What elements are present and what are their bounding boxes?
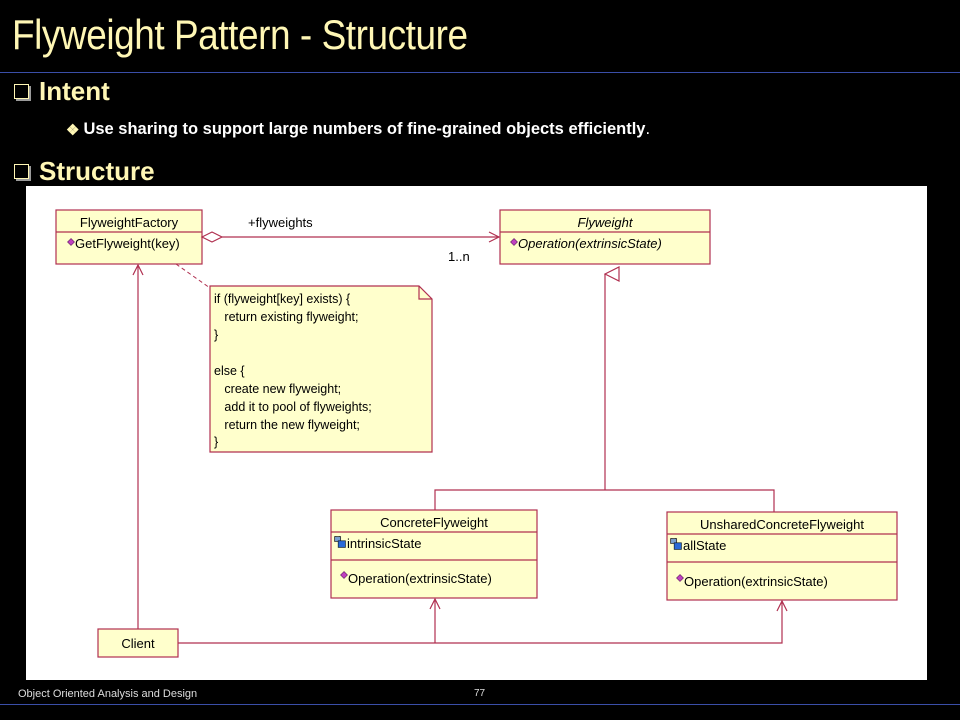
note-line: } xyxy=(214,328,218,342)
footer-divider xyxy=(0,704,960,705)
page-number: 77 xyxy=(474,688,486,699)
note-line: return existing flyweight; xyxy=(214,310,359,324)
bullet-intent-label: Intent xyxy=(39,76,110,106)
unshared-concrete-flyweight-name: UnsharedConcreteFlyweight xyxy=(700,517,864,532)
association-flyweights: +flyweights 1..n xyxy=(200,215,499,264)
uml-diagram-svg: FlyweightFactory GetFlyweight(key) Flywe… xyxy=(55,209,898,658)
flyweight-factory-name: FlyweightFactory xyxy=(80,215,179,230)
note-line: add it to pool of flyweights; xyxy=(214,400,372,414)
class-flyweight: Flyweight Operation(extrinsicState) xyxy=(499,209,711,265)
footer-course-title: Object Oriented Analysis and Design xyxy=(18,688,198,700)
association-role-label: +flyweights xyxy=(248,215,313,230)
flyweight-name: Flyweight xyxy=(578,215,634,230)
client-associations xyxy=(138,265,782,644)
note-line: else { xyxy=(214,364,245,378)
uml-diagram: FlyweightFactory GetFlyweight(key) Flywe… xyxy=(26,186,927,680)
note-get-flyweight: if (flyweight[key] exists) { return exis… xyxy=(175,263,433,453)
client-name: Client xyxy=(121,636,155,651)
intent-text: Use sharing to support large numbers of … xyxy=(83,120,646,138)
note-line: if (flyweight[key] exists) { xyxy=(214,292,350,306)
multiplicity-label: 1..n xyxy=(448,249,470,264)
generalization xyxy=(434,274,775,512)
note-line: return the new flyweight; xyxy=(214,418,360,432)
class-concrete-flyweight: ConcreteFlyweight intrinsicState Operati… xyxy=(330,509,538,599)
intent-description: ❖ Use sharing to support large numbers o… xyxy=(66,120,650,139)
unshared-concrete-flyweight-attr: allState xyxy=(683,538,726,553)
unshared-concrete-flyweight-op: Operation(extrinsicState) xyxy=(684,574,828,589)
square-bullet-icon xyxy=(14,164,29,179)
note-line: create new flyweight; xyxy=(214,382,341,396)
slide-title: Flyweight Pattern - Structure xyxy=(12,11,468,58)
bullet-structure: Structure xyxy=(14,156,155,187)
aggregation-diamond xyxy=(200,231,224,243)
class-flyweight-factory: FlyweightFactory GetFlyweight(key) xyxy=(55,209,203,265)
class-unshared-concrete-flyweight: UnsharedConcreteFlyweight allState Opera… xyxy=(666,511,898,601)
title-divider xyxy=(0,72,960,73)
concrete-flyweight-attr: intrinsicState xyxy=(347,536,421,551)
bullet-intent: Intent xyxy=(14,76,110,107)
square-bullet-icon xyxy=(14,84,29,99)
bullet-structure-label: Structure xyxy=(39,156,155,186)
concrete-flyweight-op: Operation(extrinsicState) xyxy=(348,571,492,586)
diamond-bullet-icon: ❖ xyxy=(66,121,80,139)
class-client: Client xyxy=(97,628,179,658)
flyweight-op: Operation(extrinsicState) xyxy=(518,236,662,251)
intent-period: . xyxy=(645,120,651,138)
concrete-flyweight-name: ConcreteFlyweight xyxy=(380,515,488,530)
flyweight-factory-op: GetFlyweight(key) xyxy=(75,236,180,251)
note-line: } xyxy=(214,435,218,449)
